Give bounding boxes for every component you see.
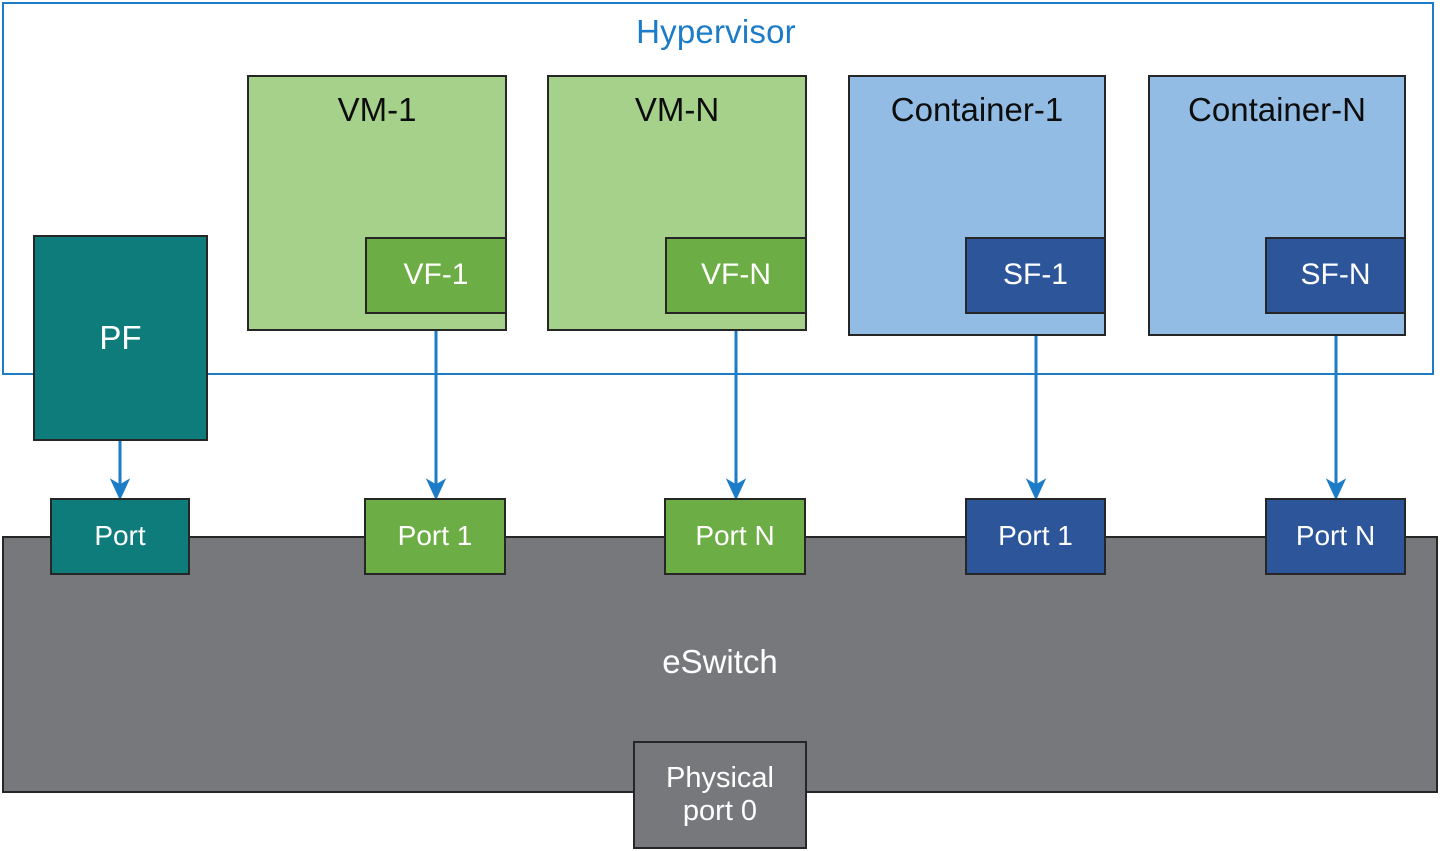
pf-box[interactable]: PF <box>33 235 208 441</box>
sf-1-box[interactable]: SF-1 <box>965 237 1106 314</box>
sf-1-port-box[interactable]: Port 1 <box>965 498 1106 575</box>
physical-port-box[interactable]: Physical port 0 <box>633 741 807 849</box>
vf-1-box[interactable]: VF-1 <box>365 237 507 314</box>
physical-port-line-1: Physical <box>666 761 774 794</box>
vf-n-box[interactable]: VF-N <box>665 237 807 314</box>
container-1-label: Container-1 <box>890 91 1064 128</box>
pf-label: PF <box>99 319 142 357</box>
vf-n-port-label: Port N <box>695 520 775 552</box>
sf-n-port-label: Port N <box>1295 520 1376 552</box>
vm-1-label: VM-1 <box>337 91 417 128</box>
sf-n-port-box[interactable]: Port N <box>1265 498 1406 575</box>
vf-1-port-box[interactable]: Port 1 <box>364 498 506 575</box>
vm-n-label: VM-N <box>634 91 720 128</box>
pf-port-box[interactable]: Port <box>50 498 190 575</box>
hypervisor-frame <box>2 2 1434 375</box>
vf-1-port-label: Port 1 <box>397 520 473 552</box>
sf-n-label: SF-N <box>1300 258 1371 292</box>
sf-1-port-label: Port 1 <box>998 520 1073 552</box>
container-n-label: Container-N <box>1188 91 1366 128</box>
vf-n-label: VF-N <box>701 258 771 292</box>
pf-port-label: Port <box>94 520 146 552</box>
sf-1-label: SF-1 <box>1002 258 1068 292</box>
vf-n-port-box[interactable]: Port N <box>664 498 806 575</box>
sf-n-box[interactable]: SF-N <box>1265 237 1406 314</box>
hypervisor-title: Hypervisor <box>636 13 796 50</box>
vf-1-label: VF-1 <box>403 258 469 292</box>
physical-port-line-2: port 0 <box>682 795 758 827</box>
